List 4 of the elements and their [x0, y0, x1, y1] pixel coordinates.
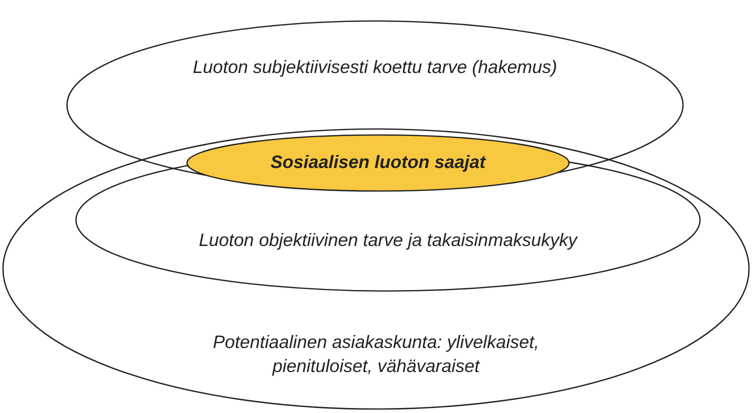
region-label: Luoton subjektiivisesti koettu tarve (hakemus) [192, 56, 558, 79]
region-label: Potentiaalinen asiakaskunta: ylivelkaiset, pienituloiset, vähävaraiset [212, 331, 540, 378]
region-label: Sosiaalisen luoton saajat [269, 151, 487, 174]
region-label: Luoton objektiivinen tarve ja takaisinmaksukyky [198, 229, 579, 252]
